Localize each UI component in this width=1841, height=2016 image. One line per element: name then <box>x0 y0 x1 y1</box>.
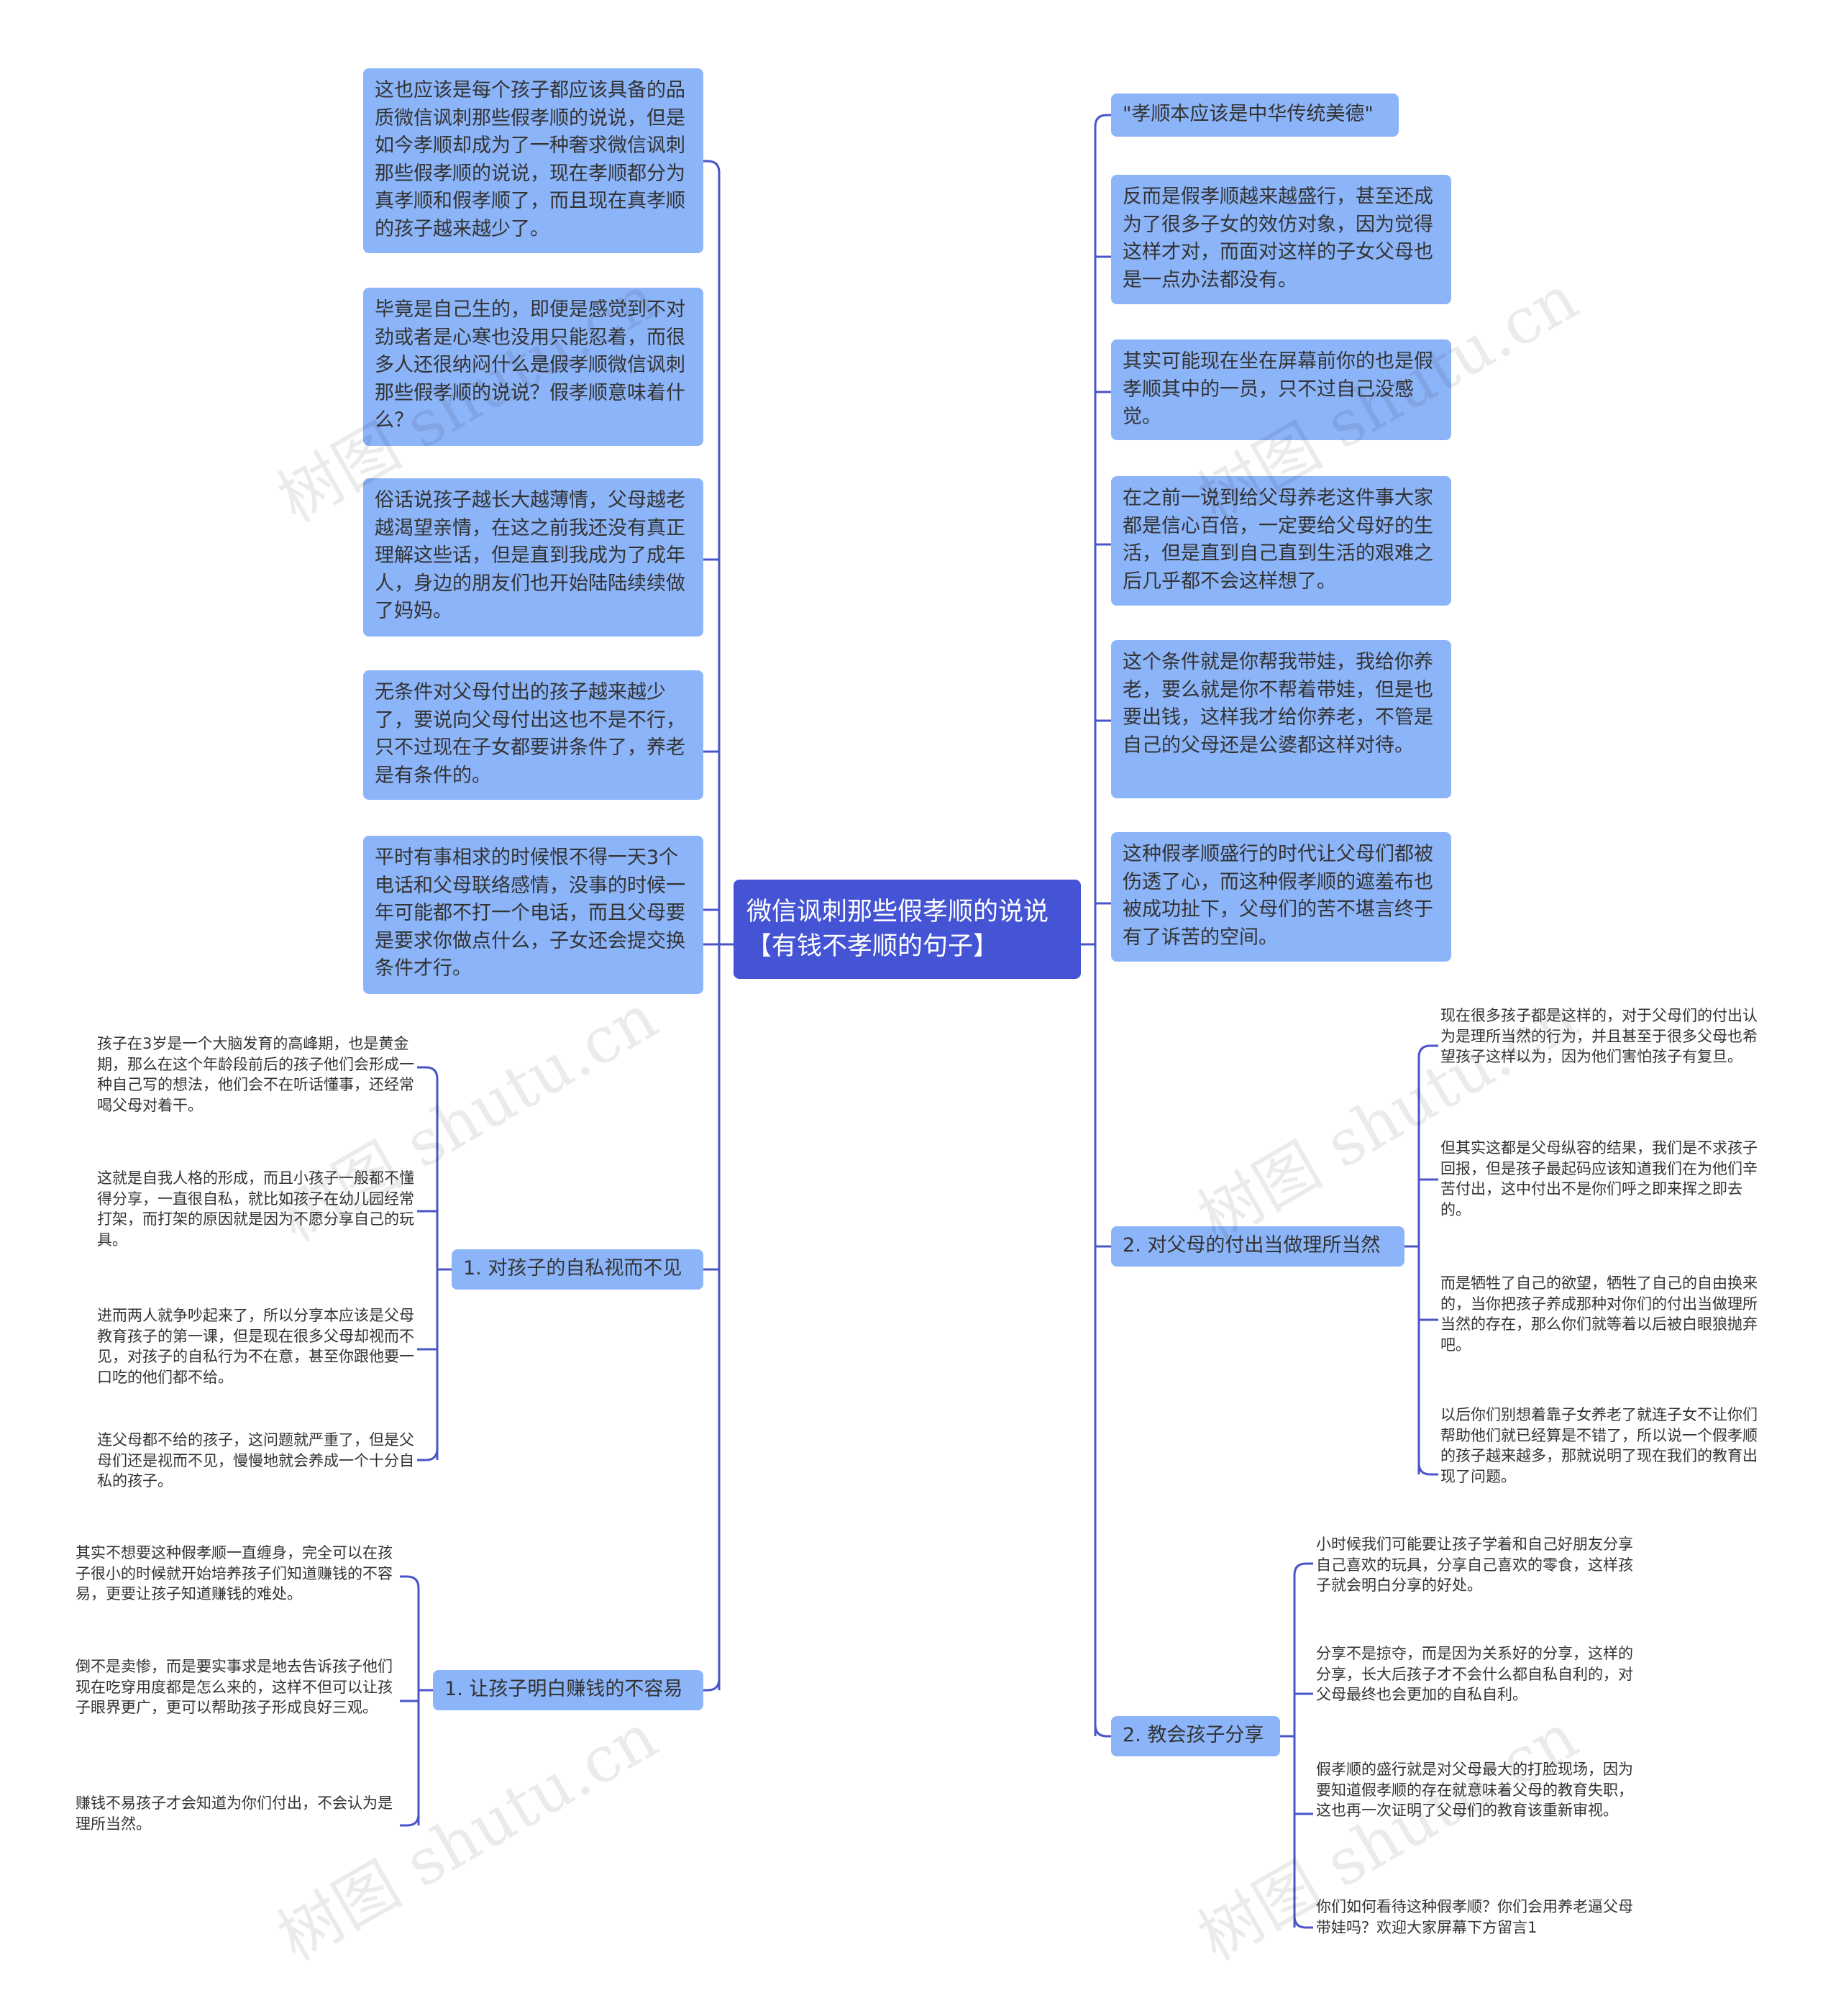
left-topic-5[interactable]: 平时有事相求的时候恨不得一天3个电话和父母联络感情，没事的时候一年可能都不打一个… <box>363 836 703 994</box>
right-branch-1-label: 2. 对父母的付出当做理所当然 <box>1123 1234 1381 1256</box>
right-topic-3-text: 其实可能现在坐在屏幕前你的也是假孝顺其中的一员，只不过自己没感觉。 <box>1123 350 1433 428</box>
right-topic-3[interactable]: 其实可能现在坐在屏幕前你的也是假孝顺其中的一员，只不过自己没感觉。 <box>1111 339 1451 440</box>
right-branch-1-child-1-text: 现在很多孩子都是这样的，对于父母们的付出认为是理所当然的行为，并且甚至于很多父母… <box>1440 1007 1758 1065</box>
right-topic-4[interactable]: 在之前一说到给父母养老这件事大家都是信心百倍，一定要给父母好的生活，但是直到自己… <box>1111 476 1451 606</box>
right-branch-2-child-2[interactable]: 分享不是掠夺，而是因为关系好的分享，这样的分享，长大后孩子才不会什么都自私自利的… <box>1316 1643 1640 1705</box>
left-branch-1-child-4-text: 连父母都不给的孩子，这问题就严重了，但是父母们还是视而不见，慢慢地就会养成一个十… <box>97 1431 414 1490</box>
right-topic-1[interactable]: "孝顺本应该是中华传统美德" <box>1111 93 1399 137</box>
right-branch-2[interactable]: 2. 教会孩子分享 <box>1111 1716 1280 1756</box>
root-title: 微信讽刺那些假孝顺的说说【有钱不孝顺的句子】 <box>746 898 1049 961</box>
right-branch-2-child-1-text: 小时候我们可能要让孩子学着和自己好朋友分享自己喜欢的玩具，分享自己喜欢的零食，这… <box>1316 1536 1633 1594</box>
right-topic-2-text: 反而是假孝顺越来越盛行，甚至还成为了很多子女的效仿对象，因为觉得这样才对，而面对… <box>1123 186 1433 291</box>
left-branch-1-child-2-text: 这就是自我人格的形成，而且小孩子一般都不懂得分享，一直很自私，就比如孩子在幼儿园… <box>97 1169 414 1249</box>
left-branch-2-child-1[interactable]: 其实不想要这种假孝顺一直缠身，完全可以在孩子很小的时候就开始培养孩子们知道赚钱的… <box>76 1543 403 1605</box>
right-topic-2[interactable]: 反而是假孝顺越来越盛行，甚至还成为了很多子女的效仿对象，因为觉得这样才对，而面对… <box>1111 175 1451 304</box>
right-branch-1-child-4[interactable]: 以后你们别想着靠子女养老了就连子女不让你们帮助他们就已经算是不错了，所以说一个假… <box>1440 1405 1764 1487</box>
right-branch-2-label: 2. 教会孩子分享 <box>1123 1724 1264 1746</box>
left-topic-3[interactable]: 俗话说孩子越长大越薄情，父母越老越渴望亲情，在这之前我还没有真正理解这些话，但是… <box>363 478 703 637</box>
right-topic-5[interactable]: 这个条件就是你帮我带娃，我给你养老，要么就是你不帮着带娃，但是也要出钱，这样我才… <box>1111 640 1451 798</box>
right-branch-2-child-1[interactable]: 小时候我们可能要让孩子学着和自己好朋友分享自己喜欢的玩具，分享自己喜欢的零食，这… <box>1316 1534 1640 1596</box>
right-branch-1-child-4-text: 以后你们别想着靠子女养老了就连子女不让你们帮助他们就已经算是不错了，所以说一个假… <box>1440 1406 1758 1485</box>
right-topic-5-text: 这个条件就是你帮我带娃，我给你养老，要么就是你不帮着带娃，但是也要出钱，这样我才… <box>1123 651 1433 757</box>
right-topic-1-text: "孝顺本应该是中华传统美德" <box>1123 103 1374 125</box>
right-branch-1-child-1[interactable]: 现在很多孩子都是这样的，对于父母们的付出认为是理所当然的行为，并且甚至于很多父母… <box>1440 1005 1764 1067</box>
right-branch-2-child-4[interactable]: 你们如何看待这种假孝顺？你们会用养老逼父母带娃吗？欢迎大家屏幕下方留言1 <box>1316 1897 1640 1938</box>
right-branch-2-child-3[interactable]: 假孝顺的盛行就是对父母最大的打脸现场，因为要知道假孝顺的存在就意味着父母的教育失… <box>1316 1759 1640 1821</box>
left-branch-2-child-2[interactable]: 倒不是卖惨，而是要实事求是地去告诉孩子他们现在吃穿用度都是怎么来的，这样不但可以… <box>76 1656 403 1718</box>
left-branch-1[interactable]: 1. 对孩子的自私视而不见 <box>452 1249 703 1290</box>
left-branch-1-child-1[interactable]: 孩子在3岁是一个大脑发育的高峰期，也是黄金期，那么在这个年龄段前后的孩子他们会形… <box>97 1034 421 1116</box>
right-branch-2-child-2-text: 分享不是掠夺，而是因为关系好的分享，这样的分享，长大后孩子才不会什么都自私自利的… <box>1316 1645 1633 1703</box>
left-branch-2-child-1-text: 其实不想要这种假孝顺一直缠身，完全可以在孩子很小的时候就开始培养孩子们知道赚钱的… <box>76 1544 393 1602</box>
right-branch-1-child-2-text: 但其实这都是父母纵容的结果，我们是不求孩子回报，但是孩子最起码应该知道我们在为他… <box>1440 1139 1758 1218</box>
left-branch-2-child-3-text: 赚钱不易孩子才会知道为你们付出，不会认为是理所当然。 <box>76 1794 393 1833</box>
left-topic-5-text: 平时有事相求的时候恨不得一天3个电话和父母联络感情，没事的时候一年可能都不打一个… <box>375 847 685 980</box>
left-branch-1-child-1-text: 孩子在3岁是一个大脑发育的高峰期，也是黄金期，那么在这个年龄段前后的孩子他们会形… <box>97 1035 414 1114</box>
left-branch-1-child-3-text: 进而两人就争吵起来了，所以分享本应该是父母教育孩子的第一课，但是现在很多父母却视… <box>97 1307 414 1386</box>
root-topic[interactable]: 微信讽刺那些假孝顺的说说【有钱不孝顺的句子】 <box>734 880 1081 979</box>
left-branch-2-child-2-text: 倒不是卖惨，而是要实事求是地去告诉孩子他们现在吃穿用度都是怎么来的，这样不但可以… <box>76 1658 393 1716</box>
left-branch-1-child-2[interactable]: 这就是自我人格的形成，而且小孩子一般都不懂得分享，一直很自私，就比如孩子在幼儿园… <box>97 1168 421 1250</box>
right-topic-4-text: 在之前一说到给父母养老这件事大家都是信心百倍，一定要给父母好的生活，但是直到自己… <box>1123 487 1433 593</box>
left-topic-3-text: 俗话说孩子越长大越薄情，父母越老越渴望亲情，在这之前我还没有真正理解这些话，但是… <box>375 489 685 622</box>
right-branch-1[interactable]: 2. 对父母的付出当做理所当然 <box>1111 1226 1404 1267</box>
left-branch-1-child-3[interactable]: 进而两人就争吵起来了，所以分享本应该是父母教育孩子的第一课，但是现在很多父母却视… <box>97 1305 421 1387</box>
right-branch-1-child-2[interactable]: 但其实这都是父母纵容的结果，我们是不求孩子回报，但是孩子最起码应该知道我们在为他… <box>1440 1138 1764 1220</box>
right-branch-2-child-4-text: 你们如何看待这种假孝顺？你们会用养老逼父母带娃吗？欢迎大家屏幕下方留言1 <box>1316 1898 1633 1936</box>
right-topic-6-text: 这种假孝顺盛行的时代让父母们都被伤透了心，而这种假孝顺的遮羞布也被成功扯下，父母… <box>1123 843 1433 949</box>
right-branch-1-child-3[interactable]: 而是牺牲了自己的欲望，牺牲了自己的自由换来的，当你把孩子养成那种对你们的付出当做… <box>1440 1273 1764 1355</box>
left-topic-2[interactable]: 毕竟是自己生的，即便是感觉到不对劲或者是心寒也没用只能忍着，而很多人还很纳闷什么… <box>363 288 703 446</box>
left-topic-4[interactable]: 无条件对父母付出的孩子越来越少了，要说向父母付出这也不是不行，只不过现在子女都要… <box>363 670 703 800</box>
right-branch-1-child-3-text: 而是牺牲了自己的欲望，牺牲了自己的自由换来的，当你把孩子养成那种对你们的付出当做… <box>1440 1274 1758 1354</box>
left-topic-1[interactable]: 这也应该是每个孩子都应该具备的品质微信讽刺那些假孝顺的说说，但是如今孝顺却成为了… <box>363 68 703 253</box>
left-topic-4-text: 无条件对父母付出的孩子越来越少了，要说向父母付出这也不是不行，只不过现在子女都要… <box>375 681 685 787</box>
left-branch-2[interactable]: 1. 让孩子明白赚钱的不容易 <box>433 1670 703 1710</box>
left-branch-1-label: 1. 对孩子的自私视而不见 <box>463 1257 682 1280</box>
left-topic-1-text: 这也应该是每个孩子都应该具备的品质微信讽刺那些假孝顺的说说，但是如今孝顺却成为了… <box>375 79 685 240</box>
left-topic-2-text: 毕竟是自己生的，即便是感觉到不对劲或者是心寒也没用只能忍着，而很多人还很纳闷什么… <box>375 298 685 432</box>
left-branch-1-child-4[interactable]: 连父母都不给的孩子，这问题就严重了，但是父母们还是视而不见，慢慢地就会养成一个十… <box>97 1430 421 1492</box>
left-branch-2-label: 1. 让孩子明白赚钱的不容易 <box>444 1678 683 1700</box>
left-branch-2-child-3[interactable]: 赚钱不易孩子才会知道为你们付出，不会认为是理所当然。 <box>76 1793 403 1834</box>
right-topic-6[interactable]: 这种假孝顺盛行的时代让父母们都被伤透了心，而这种假孝顺的遮羞布也被成功扯下，父母… <box>1111 832 1451 962</box>
right-branch-2-child-3-text: 假孝顺的盛行就是对父母最大的打脸现场，因为要知道假孝顺的存在就意味着父母的教育失… <box>1316 1761 1633 1819</box>
